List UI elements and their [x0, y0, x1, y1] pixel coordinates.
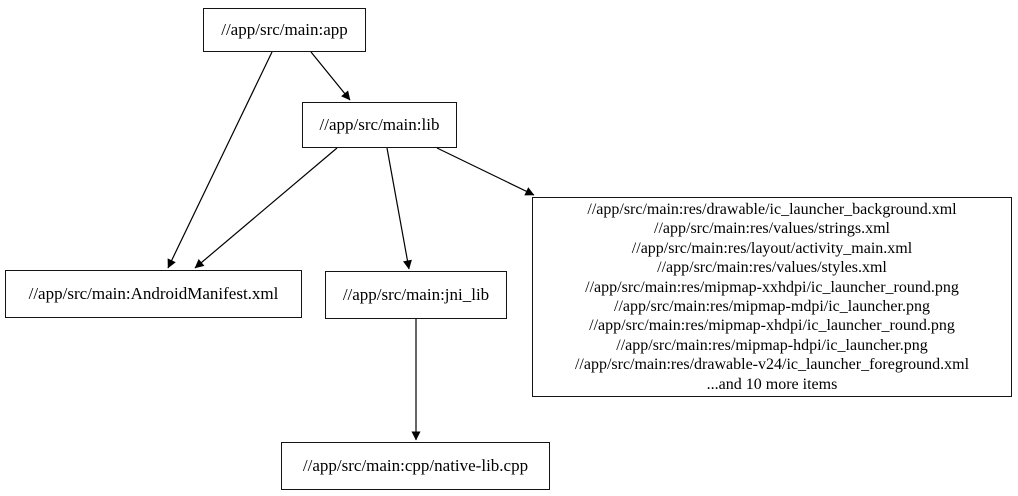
edge-app-to-lib [310, 51, 351, 101]
res-group-line: //app/src/main:res/mipmap-hdpi/ic_launch… [616, 336, 928, 354]
res-group-line: //app/src/main:res/drawable-v24/ic_launc… [574, 356, 970, 374]
edge-lib-to-jni-lib [386, 147, 412, 270]
res-group-line: //app/src/main:res/mipmap-mdpi/ic_launch… [614, 298, 930, 315]
res-group-line: //app/src/main:res/mipmap-xhdpi/ic_launc… [589, 317, 955, 335]
res-group-more-items: ...and 10 more items [706, 375, 838, 393]
node-lib: //app/src/main:lib [302, 102, 457, 148]
edge-lib-to-res-group [436, 147, 535, 196]
node-lib-label: //app/src/main:lib [319, 115, 440, 134]
node-native-lib-label: //app/src/main:cpp/native-lib.cpp [302, 456, 529, 475]
node-res-group: //app/src/main:res/drawable/ic_launcher_… [532, 197, 1012, 397]
edge-app-to-manifest [167, 51, 273, 269]
res-group-line: //app/src/main:res/values/strings.xml [654, 220, 890, 238]
node-android-manifest-label: //app/src/main:AndroidManifest.xml [28, 284, 279, 303]
node-native-lib: //app/src/main:cpp/native-lib.cpp [281, 442, 550, 490]
node-jni-lib: //app/src/main:jni_lib [325, 271, 507, 319]
node-app-label: //app/src/main:app [221, 20, 348, 39]
res-group-line: //app/src/main:res/layout/activity_main.… [631, 239, 913, 257]
res-group-line: //app/src/main:res/values/styles.xml [657, 259, 887, 277]
res-group-line: //app/src/main:res/mipmap-xxhdpi/ic_laun… [585, 278, 959, 296]
edge-lib-to-manifest [194, 147, 338, 269]
res-group-line: //app/src/main:res/drawable/ic_launcher_… [587, 200, 957, 218]
node-app: //app/src/main:app [203, 8, 366, 52]
node-jni-lib-label: //app/src/main:jni_lib [342, 285, 490, 304]
node-android-manifest: //app/src/main:AndroidManifest.xml [5, 270, 302, 318]
